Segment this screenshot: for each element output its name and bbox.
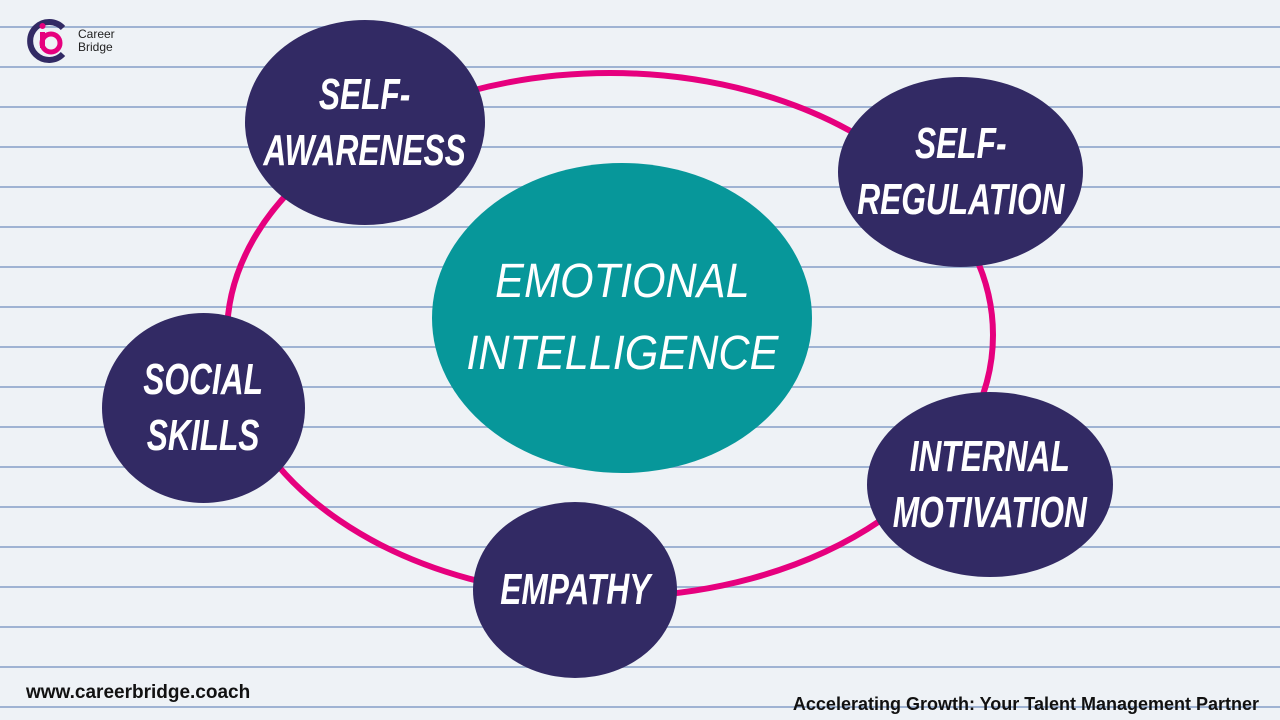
node-label: REGULATION [856,175,1065,224]
logo-line2: Bridge [78,40,113,54]
emotional-intelligence-center: EMOTIONAL INTELLIGENCE [432,163,812,473]
node-self-regulation: SELF- REGULATION [838,77,1083,267]
career-bridge-logo: Career Bridge [27,18,115,64]
node-internal-motivation: INTERNAL MOTIVATION [867,392,1113,577]
logo-line1: Career [78,27,115,41]
node-label: SELF- [319,69,411,119]
center-line2: INTELLIGENCE [465,327,779,380]
node-label: SOCIAL [143,355,264,404]
website-url: www.careerbridge.coach [26,682,251,703]
node-label: MOTIVATION [892,487,1088,537]
node-label: INTERNAL [909,431,1071,481]
node-empathy: EMPATHY [473,502,677,678]
node-label: AWARENESS [263,125,467,175]
node-label: SELF- [914,119,1007,168]
node-social-skills: SOCIAL SKILLS [102,313,305,503]
node-label: EMPATHY [499,565,651,614]
center-line1: EMOTIONAL [494,255,750,308]
logo-icon [27,19,66,63]
tagline: Accelerating Growth: Your Talent Managem… [792,694,1259,714]
node-label: SKILLS [147,411,260,460]
node-self-awareness: SELF- AWARENESS [245,20,485,225]
